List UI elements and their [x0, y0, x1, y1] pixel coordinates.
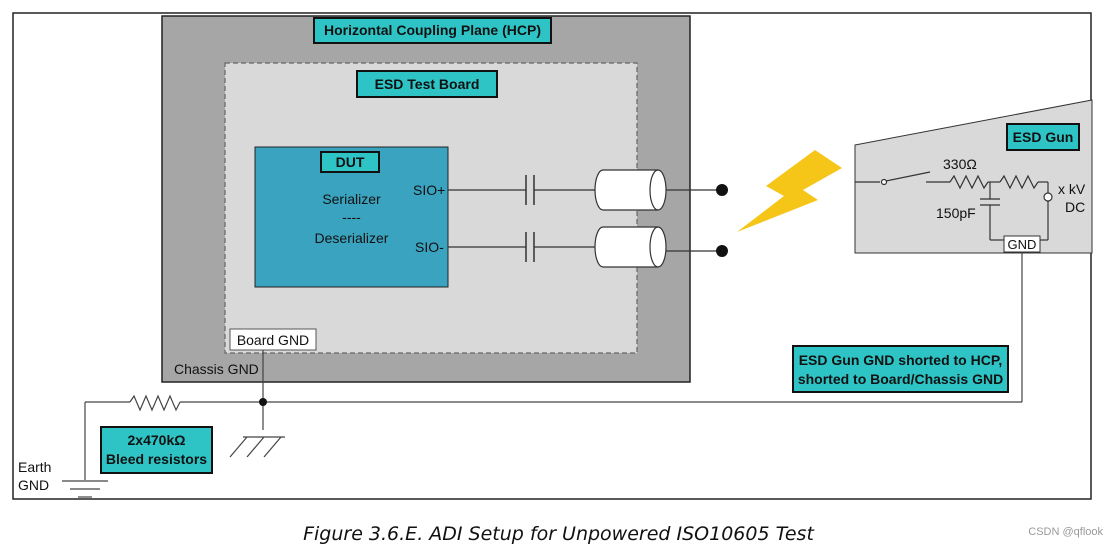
- contact-point-sio-plus: [716, 184, 728, 196]
- connector-sio-minus: [594, 226, 667, 268]
- earth-ground-icon: [62, 480, 108, 498]
- earth-label: Earth: [18, 459, 52, 475]
- chassis-ground-icon: [229, 436, 285, 458]
- board-gnd-label: Board GND: [236, 332, 310, 348]
- dut-line-separator: ----: [342, 209, 361, 225]
- hcp-title: Horizontal Coupling Plane (HCP): [313, 17, 552, 44]
- esd-gun-title: ESD Gun: [1006, 123, 1080, 151]
- chassis-gnd-label: Chassis GND: [174, 361, 259, 377]
- earth-gnd-label: GND: [18, 477, 50, 493]
- gun-voltage-label-1: x kV: [1058, 181, 1086, 197]
- gun-resistor-label: 330Ω: [943, 156, 977, 172]
- sio-plus-label: SIO+: [413, 182, 446, 198]
- esd-test-board-title: ESD Test Board: [356, 70, 498, 98]
- gun-gnd-note-line-1: ESD Gun GND shorted to HCP,: [798, 352, 1003, 368]
- bleed-resistor-desc: Bleed resistors: [105, 451, 208, 467]
- dut-title: DUT: [320, 151, 380, 173]
- gun-voltage-label-2: DC: [1065, 199, 1086, 215]
- watermark: CSDN @qflook: [1028, 526, 1103, 538]
- bleed-resistor-value: 2x470kΩ: [127, 432, 186, 448]
- board-gnd-box: [229, 328, 317, 351]
- lightning-bolt-icon: [737, 150, 842, 232]
- contact-point-sio-minus: [716, 245, 728, 257]
- sio-minus-label: SIO-: [415, 239, 444, 255]
- ground-junction: [259, 398, 267, 406]
- gun-gnd-label: GND: [1007, 237, 1037, 252]
- dut-line-serializer: Serializer: [322, 191, 381, 207]
- ground-wiring: [84, 252, 1023, 480]
- figure-caption: Figure 3.6.E. ADI Setup for Unpowered IS…: [303, 523, 814, 545]
- gun-capacitor-label: 150pF: [936, 205, 976, 221]
- bleed-resistor-label: 2x470kΩ Bleed resistors: [100, 426, 213, 474]
- gun-gnd-note: ESD Gun GND shorted to HCP, shorted to B…: [792, 345, 1009, 393]
- connector-sio-plus: [594, 169, 667, 211]
- gun-gnd-note-line-2: shorted to Board/Chassis GND: [797, 371, 1004, 387]
- dut-line-deserializer: Deserializer: [314, 230, 389, 246]
- esd-gun-circuit: [855, 171, 1053, 241]
